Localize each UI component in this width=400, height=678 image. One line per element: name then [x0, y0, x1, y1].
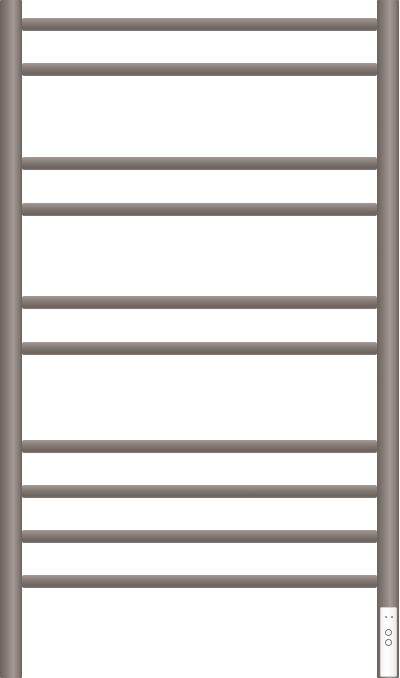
left-post	[0, 0, 22, 678]
control-unit[interactable]	[380, 607, 397, 677]
power-button-icon[interactable]	[385, 629, 392, 636]
indicator-dots-icon	[385, 616, 393, 620]
rail-bar	[22, 530, 377, 543]
indicator-dot	[391, 616, 393, 618]
rail-bar	[22, 296, 377, 309]
mode-button-icon[interactable]	[385, 639, 392, 646]
rail-bar	[22, 342, 377, 355]
rail-bar	[22, 485, 377, 498]
rail-bar	[22, 63, 377, 76]
rail-bar	[22, 18, 377, 31]
indicator-dot	[385, 616, 387, 618]
rail-bar	[22, 440, 377, 453]
right-post	[377, 0, 399, 678]
rail-bar	[22, 157, 377, 170]
rail-bar	[22, 203, 377, 216]
rail-bar	[22, 575, 377, 588]
